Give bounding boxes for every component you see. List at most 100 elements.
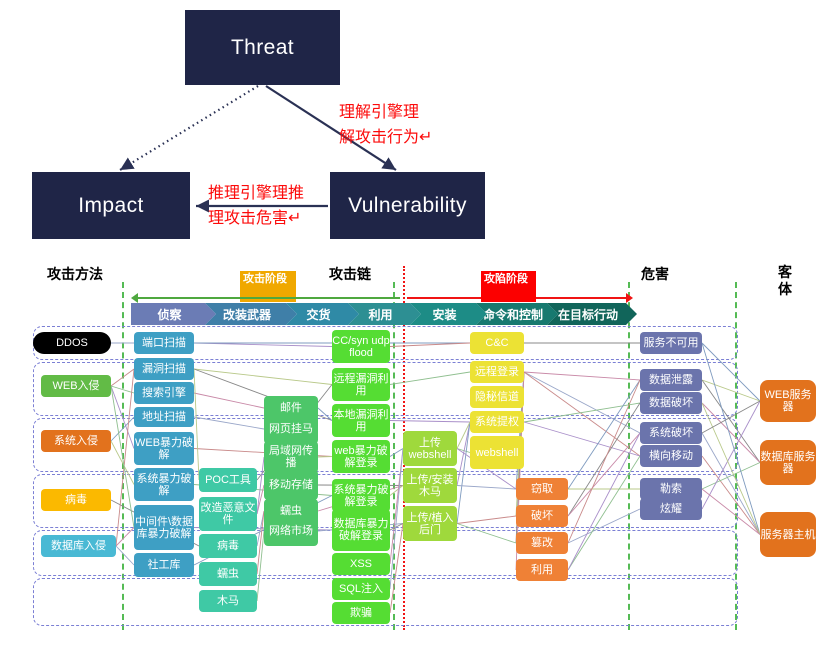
- node-attack_method-2[interactable]: 系统入侵: [41, 430, 111, 452]
- node-recon-0[interactable]: 端口扫描: [134, 332, 194, 354]
- node-exploit-1[interactable]: 远程漏洞利用: [332, 368, 390, 401]
- node-exploit-0[interactable]: CC/syn udp flood: [332, 330, 390, 363]
- stage-label-3: 交货: [306, 307, 331, 322]
- node-label: 网络市场: [269, 525, 313, 537]
- node-attack_method-4[interactable]: 数据库入侵: [41, 535, 116, 557]
- node-label: webshell: [475, 446, 519, 459]
- stage-label-2: 改装武器: [222, 307, 271, 322]
- node-recon-5[interactable]: 系统暴力破解: [134, 468, 194, 501]
- node-label: 病毒: [65, 494, 87, 506]
- node-label: 系统提权: [475, 416, 519, 428]
- node-deliver-2[interactable]: 局域网传播: [264, 441, 318, 473]
- stage-label-6: 命令和控制: [482, 307, 543, 322]
- node-label: 数据库暴力破解登录: [333, 518, 389, 542]
- node-weaponize-0[interactable]: POC工具: [199, 468, 257, 492]
- reason-engine-annotation: 推理引擎理推 理攻击危害↵: [208, 181, 304, 231]
- node-exploit-3[interactable]: web暴力破解登录: [332, 440, 390, 473]
- node-label: SQL注入: [338, 583, 383, 595]
- node-harm-5[interactable]: 勒索: [640, 478, 702, 500]
- node-harm-0[interactable]: 服务不可用: [640, 332, 702, 354]
- node-label: 木马: [217, 595, 239, 607]
- node-harm-6[interactable]: 炫耀: [640, 498, 702, 520]
- impact-label: Impact: [78, 193, 144, 217]
- node-harm-3[interactable]: 系统破坏: [640, 422, 702, 444]
- node-label: 欺骗: [350, 607, 372, 619]
- node-harm-2[interactable]: 数据破坏: [640, 392, 702, 414]
- node-label: 上传/植入后门: [406, 511, 454, 536]
- node-weaponize-3[interactable]: 蠕虫: [199, 562, 257, 586]
- node-recon-3[interactable]: 地址扫描: [134, 407, 194, 427]
- node-deliver-3[interactable]: 移动存储: [264, 470, 318, 500]
- stage-7[interactable]: 在目标行动: [547, 303, 637, 325]
- node-command_control-3[interactable]: 系统提权: [470, 411, 524, 433]
- stage-1[interactable]: 侦察: [131, 303, 216, 325]
- node-recon-2[interactable]: 搜索引擎: [134, 382, 194, 404]
- node-label: 服务器主机: [760, 528, 816, 541]
- node-exploit-8[interactable]: 欺骗: [332, 602, 390, 624]
- node-exploit-5[interactable]: 数据库暴力破解登录: [332, 509, 390, 551]
- node-install-0[interactable]: 上传 webshell: [403, 431, 457, 466]
- node-label: WEB入侵: [52, 380, 100, 392]
- node-deliver-5[interactable]: 网络市场: [264, 516, 318, 546]
- node-label: 中间件\数据库暴力破解: [134, 515, 194, 540]
- node-weaponize-4[interactable]: 木马: [199, 590, 257, 612]
- node-object-2[interactable]: 服务器主机: [760, 512, 816, 557]
- node-exploit-7[interactable]: SQL注入: [332, 578, 390, 600]
- node-label: 远程登录: [475, 366, 519, 378]
- stage-label-5: 安装: [432, 307, 457, 322]
- node-command_control-2[interactable]: 隐秘信道: [470, 386, 524, 408]
- stage-5[interactable]: 安装: [410, 303, 487, 325]
- stage-3[interactable]: 交货: [286, 303, 359, 325]
- stage-4[interactable]: 利用: [348, 303, 421, 325]
- node-label: 系统破坏: [649, 427, 693, 439]
- node-weaponize-2[interactable]: 病毒: [199, 534, 257, 558]
- node-deliver-1[interactable]: 网页挂马: [264, 414, 318, 444]
- node-label: 勒索: [660, 483, 682, 495]
- node-exploit-4[interactable]: 系统暴力破解登录: [332, 479, 390, 512]
- node-label: 移动存储: [269, 479, 313, 491]
- stage-label-4: 利用: [368, 307, 393, 322]
- node-label: 改造恶意文件: [200, 502, 256, 526]
- node-recon-7[interactable]: 社工库: [134, 553, 194, 577]
- node-recon-6[interactable]: 中间件\数据库暴力破解: [134, 505, 194, 550]
- node-actions_on_objective-1[interactable]: 破坏: [516, 505, 568, 527]
- node-command_control-1[interactable]: 远程登录: [470, 361, 524, 383]
- understand-engine-line2: 解攻击行为↵: [339, 129, 433, 146]
- vulnerability-box: Vulnerability: [330, 172, 485, 239]
- stage-2[interactable]: 改装武器: [205, 303, 297, 325]
- reason-engine-line1: 推理引擎理推: [208, 185, 305, 202]
- node-attack_method-3[interactable]: 病毒: [41, 489, 111, 511]
- node-recon-1[interactable]: 漏洞扫描: [134, 358, 194, 380]
- node-install-1[interactable]: 上传/安装木马: [403, 468, 457, 503]
- node-command_control-4[interactable]: webshell: [470, 436, 524, 469]
- node-install-2[interactable]: 上传/植入后门: [403, 506, 457, 541]
- node-recon-4[interactable]: WEB暴力破解: [134, 432, 194, 465]
- node-label: 破坏: [531, 510, 553, 522]
- node-label: 数据库入侵: [51, 540, 106, 552]
- node-label: POC工具: [205, 474, 251, 486]
- node-actions_on_objective-3[interactable]: 利用: [516, 559, 568, 581]
- node-attack_method-0[interactable]: DDOS: [33, 332, 111, 354]
- node-object-0[interactable]: WEB服务器: [760, 380, 816, 422]
- node-weaponize-1[interactable]: 改造恶意文件: [199, 497, 257, 531]
- node-label: DDOS: [56, 337, 88, 349]
- breach-phase-arrow-head: [626, 293, 633, 303]
- node-label: 隐秘信道: [475, 391, 519, 403]
- node-actions_on_objective-2[interactable]: 篡改: [516, 532, 568, 554]
- node-label: XSS: [349, 558, 372, 570]
- triangle-connectors: [119, 85, 397, 213]
- node-attack_method-1[interactable]: WEB入侵: [41, 375, 111, 397]
- node-exploit-6[interactable]: XSS: [332, 553, 390, 575]
- node-label: 网页挂马: [269, 423, 313, 435]
- stage-6[interactable]: 命令和控制: [476, 303, 558, 325]
- node-harm-1[interactable]: 数据泄露: [640, 369, 702, 391]
- node-label: 炫耀: [660, 503, 682, 515]
- node-label: 服务不可用: [643, 337, 699, 349]
- node-actions_on_objective-0[interactable]: 窃取: [516, 478, 568, 500]
- node-command_control-0[interactable]: C&C: [470, 332, 524, 354]
- node-exploit-2[interactable]: 本地漏洞利用: [332, 404, 390, 437]
- node-label: 蠕虫: [217, 568, 239, 580]
- node-object-1[interactable]: 数据库服务器: [760, 440, 816, 485]
- node-harm-4[interactable]: 横向移动: [640, 445, 702, 467]
- stage-label-1: 侦察: [157, 307, 182, 322]
